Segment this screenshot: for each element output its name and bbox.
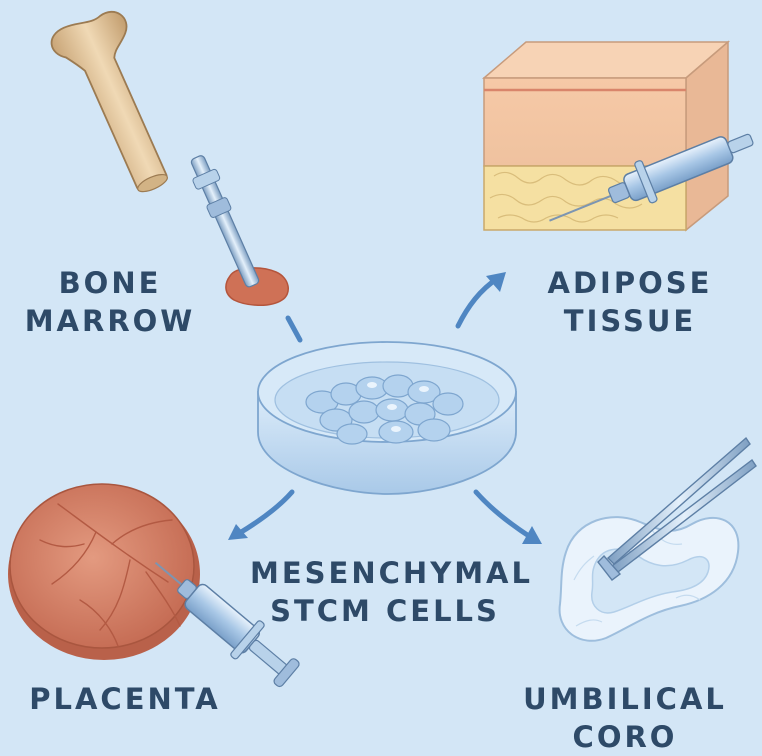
arrow-to-adipose (458, 278, 498, 326)
label-placenta: PLACENTA (20, 680, 230, 718)
petri-dish-with-cells-icon (258, 342, 516, 494)
label-umbilical-cord: UMBILICAL CORO (520, 680, 730, 756)
label-line: UMBILICAL (520, 680, 730, 718)
arrow-to-umbilical (476, 492, 532, 538)
umbilical-cord-with-forceps-icon (560, 438, 756, 641)
label-line: TISSUE (540, 302, 720, 340)
label-bone-marrow: BONE MARROW (20, 264, 200, 340)
label-line: MESENCHYMAL (250, 554, 520, 592)
bone-with-biopsy-needle-icon (47, 4, 288, 306)
label-line: ADIPOSE (540, 264, 720, 302)
label-line: PLACENTA (20, 680, 230, 718)
label-adipose-tissue: ADIPOSE TISSUE (540, 264, 720, 340)
arrow-to-placenta (238, 492, 292, 534)
arrow-from-bone-marrow (288, 318, 300, 340)
label-line: BONE (20, 264, 200, 302)
marrow-sample (226, 268, 288, 305)
label-line: MARROW (20, 302, 200, 340)
skin-tissue-block-with-syringe-icon (484, 42, 760, 241)
label-line: STCM CELLS (250, 592, 520, 630)
label-mesenchymal-stem-cells: MESENCHYMAL STCM CELLS (250, 554, 520, 630)
label-line: CORO (520, 718, 730, 756)
